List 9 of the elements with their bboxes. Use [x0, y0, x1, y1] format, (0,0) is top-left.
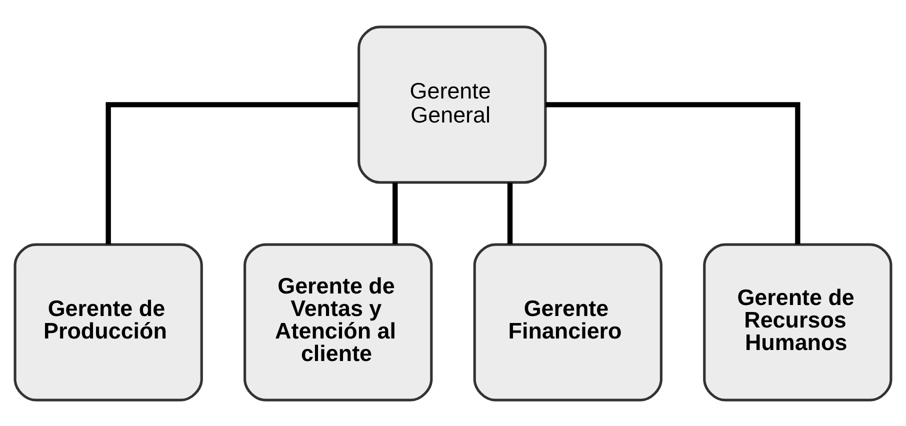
connector [507, 182, 513, 244]
node-box: Gerente de Producción [14, 242, 203, 401]
connector [106, 102, 359, 244]
connector [392, 182, 398, 244]
node-box: Gerente de Ventas y Atención al cliente [244, 242, 433, 401]
node-box: Gerente de Recursos Humanos [703, 242, 892, 401]
node-box: Gerente General [358, 25, 547, 184]
node-box: Gerente Financiero [473, 242, 662, 401]
connector [546, 102, 800, 244]
